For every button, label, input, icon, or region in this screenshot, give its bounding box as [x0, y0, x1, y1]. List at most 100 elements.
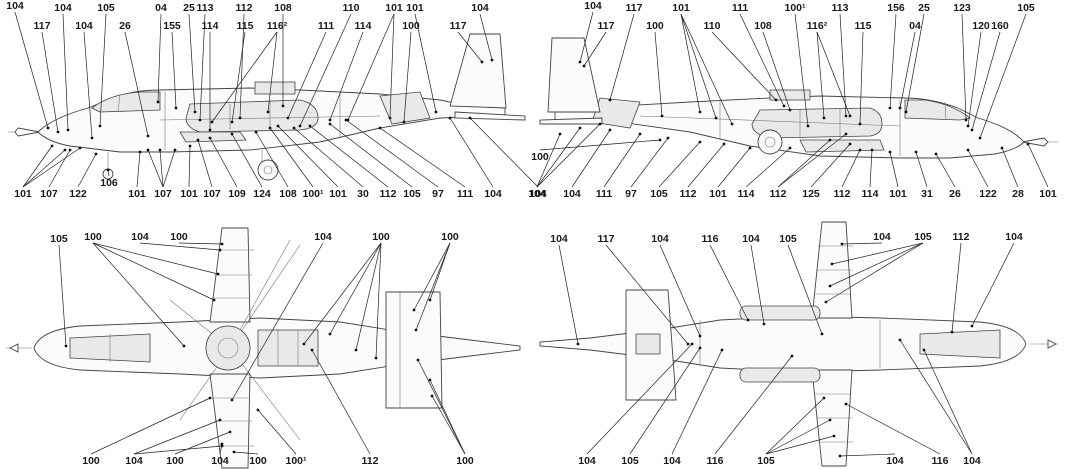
callout-label: 113: [832, 2, 849, 14]
callout-label: 123: [953, 2, 971, 14]
vertical-fin: [449, 33, 507, 109]
leader-dot: [858, 148, 862, 152]
callout-label: 114: [202, 20, 219, 32]
leader-dot: [970, 128, 974, 132]
leader-line: [449, 117, 494, 188]
leader-dot: [98, 124, 102, 128]
leader-line: [188, 145, 191, 188]
leader-dot: [374, 356, 378, 360]
callout-label: 109: [228, 188, 246, 200]
leader-line: [680, 13, 701, 113]
callout-label: 28: [1012, 188, 1024, 200]
leader-dot: [848, 114, 852, 118]
bottom-view: [539, 221, 1058, 467]
leader-line: [659, 244, 701, 337]
callout-label: 160: [991, 20, 1009, 32]
leader-line: [133, 419, 221, 455]
callout-label: 108: [754, 20, 772, 32]
leader-dot: [281, 104, 285, 108]
leader-line: [859, 31, 864, 125]
callout-label: 100¹: [302, 188, 324, 200]
callout-label: 107: [40, 188, 58, 200]
leader-line: [233, 451, 259, 455]
pitot-top: [8, 343, 19, 353]
leader-dot: [578, 126, 582, 130]
leader-line: [839, 453, 896, 457]
callout-label: 124: [253, 188, 271, 200]
callout-label: 101: [14, 188, 32, 200]
leader-line: [915, 151, 928, 188]
callout-label: 105: [403, 188, 421, 200]
leader-line: [777, 133, 847, 188]
leader-line: [239, 13, 245, 119]
callout-label: 114: [862, 188, 879, 200]
leader-line: [209, 137, 238, 188]
callout-label: 26: [119, 20, 131, 32]
callout-label: 97: [432, 188, 444, 200]
leader-line: [231, 242, 324, 401]
leader-line: [603, 133, 641, 188]
callout-label: 104: [1005, 231, 1023, 243]
leader-line: [469, 117, 539, 188]
leader-line: [174, 431, 231, 455]
leader-dot: [218, 418, 222, 422]
callout-label: 107: [154, 188, 172, 200]
leader-line: [415, 242, 451, 331]
leader-dot: [46, 126, 50, 130]
leader-dot: [848, 142, 852, 146]
leader-line: [22, 147, 81, 188]
leader-dot: [858, 122, 862, 126]
leader-line: [979, 13, 1027, 139]
leader-line: [22, 145, 53, 188]
leader-line: [293, 127, 364, 188]
leader-dot: [582, 64, 586, 68]
leader-lines: [14, 11, 1049, 458]
callout-label: 25: [918, 2, 930, 14]
callout-label: 107: [203, 188, 221, 200]
leader-dot: [146, 134, 150, 138]
leader-line: [162, 149, 176, 188]
callout-label: 110: [343, 2, 360, 14]
callout-label: 104: [528, 188, 546, 200]
leader-dot: [182, 344, 186, 348]
leader-dot: [788, 108, 792, 112]
leader-dot: [302, 342, 306, 346]
callout-label: 100¹: [784, 2, 806, 14]
leader-dot: [822, 396, 826, 400]
callout-label: 104: [484, 188, 502, 200]
callout-label: 106: [100, 177, 118, 189]
leader-line: [157, 13, 162, 103]
callout-label: 112: [834, 188, 851, 200]
leader-line: [1027, 143, 1049, 188]
leader-dot: [208, 128, 212, 132]
main-wheel-right: [757, 129, 783, 155]
pitot-bottom: [1047, 339, 1058, 349]
callout-label: 117: [598, 20, 615, 32]
leader-line: [77, 153, 97, 188]
callout-label: 111: [318, 20, 335, 32]
leader-dot: [950, 330, 954, 334]
callout-label: 120: [972, 20, 990, 32]
leader-line: [124, 31, 149, 137]
leader-dot: [828, 284, 832, 288]
leader-dot: [378, 126, 382, 130]
leader-line: [889, 13, 897, 109]
leader-line: [816, 31, 851, 117]
leader-line: [269, 127, 314, 188]
leader-line: [199, 13, 206, 121]
leader-dot: [844, 132, 848, 136]
leader-line: [810, 143, 851, 188]
leader-line: [841, 149, 861, 188]
nose-bay-bottom: [919, 329, 1001, 359]
leader-line: [479, 13, 493, 61]
leader-dot: [402, 120, 406, 124]
callout-label: 104: [663, 455, 681, 467]
leader-line: [255, 131, 289, 188]
leader-dot: [434, 110, 438, 114]
callout-label: 112: [362, 455, 379, 467]
callout-label: 04: [909, 20, 921, 32]
callout-label: 104: [963, 455, 981, 467]
leader-line: [671, 349, 723, 455]
leader-line: [429, 379, 466, 455]
